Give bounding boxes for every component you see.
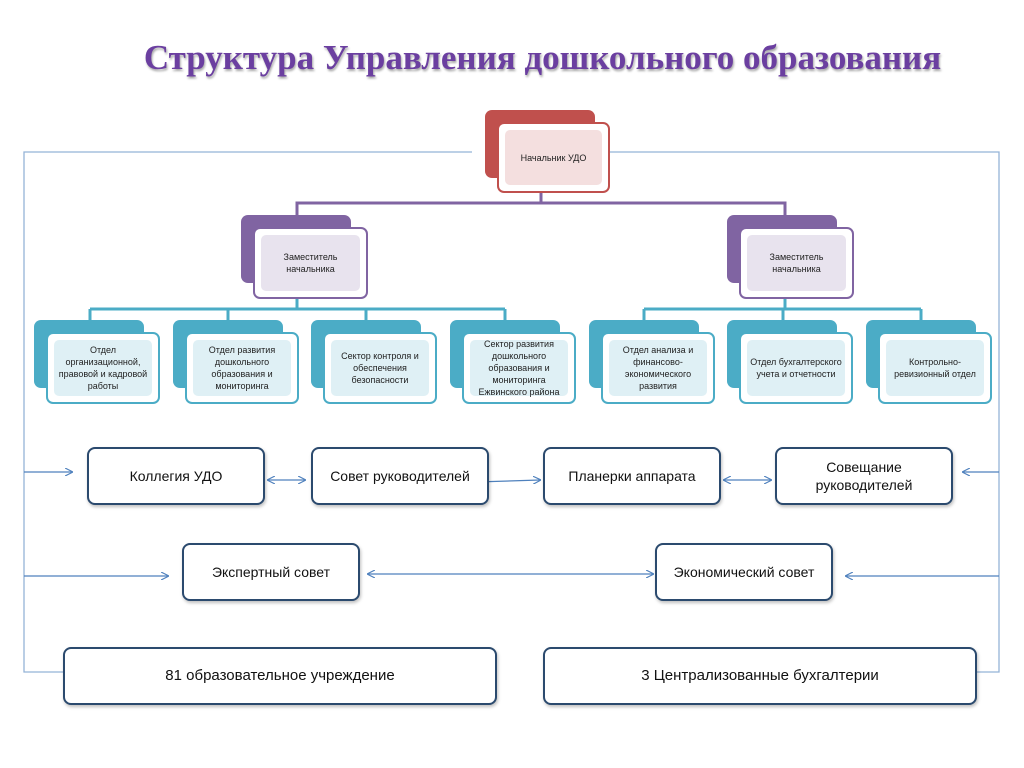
head-card: Начальник УДО	[485, 110, 615, 195]
page-title: Структура Управления дошкольного образов…	[143, 38, 942, 77]
dept-card-1: Отдел организационной, правовой и кадров…	[34, 320, 162, 406]
dept-label: Отдел бухгалтерского учета и отчетности	[750, 357, 842, 379]
dept-label: Сектор развития дошкольного образования …	[478, 339, 560, 397]
dept-label: Отдел анализа и финансово-экономического…	[622, 345, 694, 391]
deputy-label: Заместитель начальника	[283, 252, 338, 274]
connector-head-deputy-right	[541, 201, 787, 216]
deputy-card-left: Заместитель начальника	[241, 215, 371, 300]
dept-card-2: Отдел развития дошкольного образования и…	[173, 320, 301, 406]
dept-card-5: Отдел анализа и финансово-экономического…	[589, 320, 717, 406]
deputy-label: Заместитель начальника	[769, 252, 824, 274]
dept-card-7: Контрольно-ревизионный отдел	[866, 320, 994, 406]
dept-card-3: Сектор контроля и обеспечения безопаснос…	[311, 320, 439, 406]
dept-label: Отдел организационной, правовой и кадров…	[58, 345, 148, 391]
institutions-box: 81 образовательное учреждение	[63, 647, 497, 705]
dept-card-6: Отдел бухгалтерского учета и отчетности	[727, 320, 855, 406]
soveshanie-box: Совещание руководителей	[775, 447, 953, 505]
dept-label: Сектор контроля и обеспечения безопаснос…	[341, 351, 419, 385]
sovet-rukovoditelei-box: Совет руководителей	[311, 447, 489, 505]
accounting-box: 3 Централизованные бухгалтерии	[543, 647, 977, 705]
head-card-front: Начальник УДО	[497, 122, 610, 193]
deputy-card-right: Заместитель начальника	[727, 215, 857, 300]
econom-council-box: Экономический совет	[655, 543, 833, 601]
connector-head-deputy-left	[295, 193, 543, 216]
expert-council-box: Экспертный совет	[182, 543, 360, 601]
kollegia-box: Коллегия УДО	[87, 447, 265, 505]
head-label: Начальник УДО	[520, 152, 587, 163]
frame-left	[23, 151, 472, 673]
dept-card-4: Сектор развития дошкольного образования …	[450, 320, 578, 406]
frame-right	[610, 151, 1000, 673]
dept-label: Контрольно-ревизионный отдел	[894, 357, 976, 379]
planerki-box: Планерки аппарата	[543, 447, 721, 505]
dept-label: Отдел развития дошкольного образования и…	[208, 345, 276, 391]
